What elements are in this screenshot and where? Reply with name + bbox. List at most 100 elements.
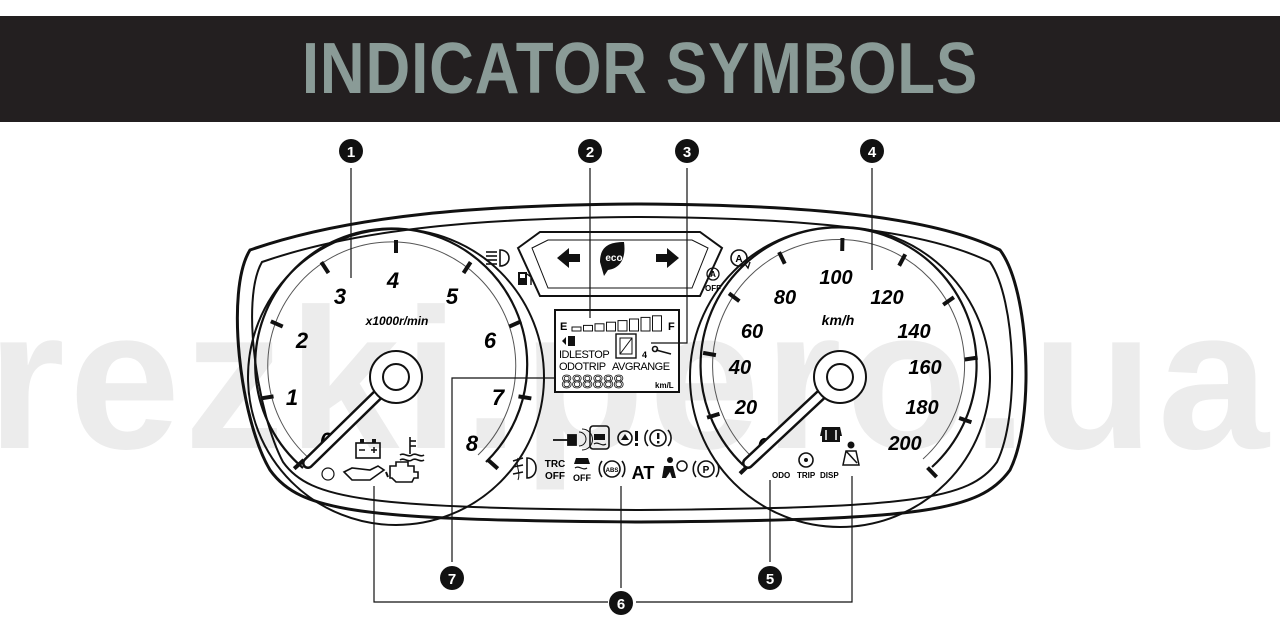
- tachometer-scale-arc-inner: [267, 241, 517, 461]
- svg-text:7: 7: [448, 571, 456, 588]
- gauge-tick: [518, 394, 532, 401]
- callout-6: 6: [609, 591, 633, 615]
- gear-number: 4: [642, 350, 647, 360]
- svg-text:A: A: [735, 254, 742, 265]
- svg-text:P: P: [703, 465, 710, 476]
- svg-text:A: A: [710, 270, 716, 279]
- trip-reset-knob-icon: [798, 452, 814, 468]
- title-banner: INDICATOR SYMBOLS: [0, 16, 1280, 122]
- speedometer-label-180: 180: [905, 397, 938, 419]
- fuel-gauge-empty-label: E: [560, 321, 567, 333]
- door-open-icon: [820, 427, 842, 442]
- svg-text:4: 4: [868, 144, 877, 161]
- gauge-tick: [964, 355, 978, 362]
- fuel-door-indicator-icon: [562, 336, 575, 346]
- tachometer-label-6: 6: [484, 328, 497, 353]
- gauge-tick: [926, 466, 938, 479]
- speedometer-label-20: 20: [734, 397, 757, 419]
- svg-text:2: 2: [586, 144, 594, 161]
- gauge-tick: [270, 319, 284, 329]
- check-engine-icon: [389, 461, 419, 483]
- speedometer-scale-arc: [699, 226, 978, 468]
- tachometer-ticks: [260, 240, 532, 471]
- gauge-tick: [702, 350, 717, 358]
- gauge-tick: [727, 291, 741, 303]
- svg-text:OFF: OFF: [545, 471, 565, 482]
- svg-text:OFF: OFF: [705, 284, 721, 293]
- segment-digits: 888888: [561, 372, 624, 394]
- trip-knob-odo-label: ODO: [772, 471, 790, 480]
- maintenance-wrench-icon: [651, 345, 672, 355]
- auto-stop-off-icon: A OFF: [705, 267, 721, 293]
- odo-trip-label: ODOTRIP: [559, 361, 606, 373]
- fuel-bar: [583, 324, 593, 332]
- tachometer-scale-arc: [254, 227, 529, 469]
- display-unit: km/L: [655, 381, 674, 390]
- parking-brake-icon: P: [692, 460, 720, 478]
- gauge-tick: [897, 253, 908, 267]
- fuel-gauge-bars: [571, 315, 662, 332]
- speedometer-unit: km/h: [822, 312, 855, 328]
- tachometer-label-8: 8: [466, 431, 479, 456]
- svg-text:1: 1: [347, 144, 355, 161]
- callout-4: 4: [860, 139, 884, 163]
- svg-text:ABS: ABS: [606, 468, 619, 474]
- gauge-tick: [706, 411, 721, 420]
- turn-signal-right-icon: [656, 248, 679, 268]
- multi-information-display: E F 4 IDLESTOP ODOTRIP AVGRANGE 888888 k…: [554, 309, 680, 394]
- fog-light-icon: [512, 457, 537, 481]
- tachometer-label-2: 2: [295, 328, 309, 353]
- svg-text:3: 3: [683, 144, 691, 161]
- gauge-tick: [260, 394, 274, 401]
- fuel-bar: [594, 323, 605, 332]
- svg-text:6: 6: [617, 596, 625, 613]
- fuel-bar: [617, 320, 628, 332]
- gauge-tick: [508, 319, 522, 329]
- tachometer: 0 1 2 3 4 5 6 7 8 x1000r/min: [247, 227, 545, 526]
- airbag-warning-icon: [662, 457, 688, 478]
- tachometer-label-7: 7: [492, 385, 506, 410]
- trip-knob-trip-label: TRIP: [797, 471, 816, 480]
- cluster-housing-outer: [235, 202, 1028, 524]
- speedometer-scale-arc-inner: [712, 239, 966, 460]
- automatic-transmission-warning-label: AT: [632, 463, 655, 483]
- eco-indicator-icon: eco: [600, 242, 625, 276]
- gauge-tick: [461, 261, 473, 275]
- vehicle-stability-off-icon: OFF: [573, 458, 591, 483]
- callout-7: 7: [440, 566, 464, 590]
- tachometer-needle: [302, 350, 423, 469]
- svg-text:eco: eco: [605, 253, 622, 264]
- tachometer-label-4: 4: [386, 268, 399, 293]
- fuel-bar: [571, 326, 582, 332]
- center-indicator-pill: eco: [516, 231, 724, 297]
- speedometer-needle: [742, 350, 867, 469]
- callout-1: 1: [339, 139, 363, 163]
- battery-warning-icon: [355, 439, 381, 459]
- tachometer-label-5: 5: [446, 284, 459, 309]
- speedometer-label-60: 60: [741, 321, 763, 343]
- seatbelt-warning-icon: [842, 441, 860, 466]
- fuel-bar: [652, 315, 662, 332]
- indicator-lamp-icon: [321, 467, 335, 481]
- tachometer-label-1: 1: [286, 385, 298, 410]
- abs-warning-icon: ABS: [598, 460, 626, 478]
- headlight-high-beam-icon: [486, 249, 510, 267]
- immobilizer-key-icon: [553, 428, 593, 451]
- fuel-pump-icon: [518, 272, 532, 285]
- svg-text:TRC: TRC: [545, 459, 566, 470]
- speedometer-label-160: 160: [908, 357, 941, 379]
- page-title: INDICATOR SYMBOLS: [301, 29, 979, 109]
- gauge-tick: [942, 295, 956, 307]
- speedometer-label-120: 120: [870, 287, 903, 309]
- speedometer-label-40: 40: [728, 357, 751, 379]
- gauge-tick: [958, 416, 973, 425]
- turn-signal-left-icon: [557, 248, 580, 268]
- cluster-housing-inner: [251, 215, 1014, 512]
- speedometer-label-80: 80: [774, 287, 796, 309]
- speedometer-label-140: 140: [897, 321, 930, 343]
- gauge-tick: [319, 261, 331, 275]
- shift-position-indicator: 4: [615, 333, 647, 360]
- coolant-temperature-icon: [399, 437, 425, 462]
- speedometer-label-100: 100: [819, 267, 852, 289]
